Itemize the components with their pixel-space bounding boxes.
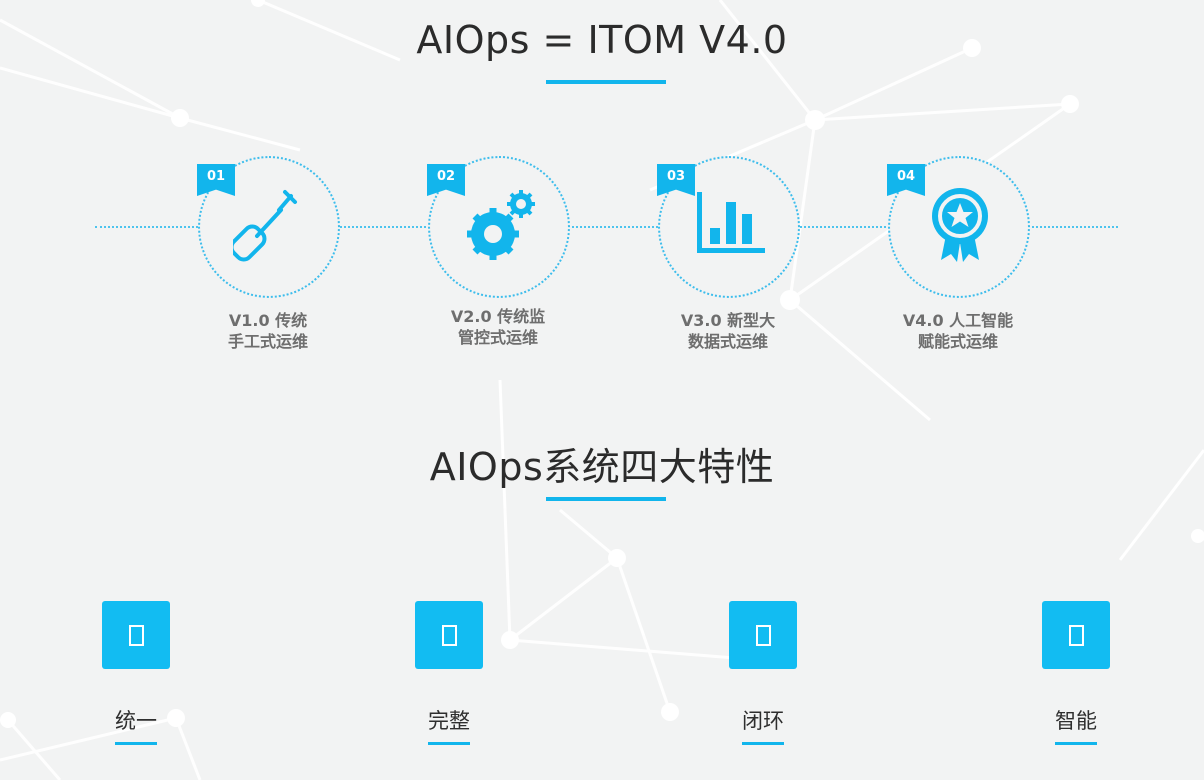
gears-icon [467, 190, 535, 260]
feature-closed-loop: 闭环 [729, 601, 797, 745]
award-ribbon-icon [932, 188, 988, 262]
title-underline [546, 80, 666, 84]
feature-underline [115, 742, 157, 745]
feature-icon-box [729, 601, 797, 669]
feature-icon-box [1042, 601, 1110, 669]
stage-label: V2.0 传统监 管控式运维 [450, 307, 546, 347]
stage-label: V1.0 传统 手工式运维 [227, 311, 308, 351]
feature-complete: 完整 [415, 601, 483, 745]
feature-unified: 统一 [102, 601, 170, 745]
missing-glyph-icon [1068, 624, 1084, 646]
feature-underline [428, 742, 470, 745]
features-title-underline [546, 497, 666, 501]
feature-icon-box [102, 601, 170, 669]
missing-glyph-icon [441, 624, 457, 646]
feature-underline [742, 742, 784, 745]
stage-label: V4.0 人工智能 赋能式运维 [902, 311, 1014, 351]
missing-glyph-icon [755, 624, 771, 646]
features-title: AIOps系统四大特性 [429, 445, 775, 489]
feature-label: 完整 [428, 709, 470, 733]
feature-label: 智能 [1055, 709, 1097, 733]
feature-label: 统一 [115, 709, 157, 733]
timeline-line [95, 226, 1118, 228]
stage-badge: 02 [427, 164, 465, 196]
page-title: AIOps = ITOM V4.0 [416, 18, 788, 62]
bar-chart-icon [697, 192, 765, 253]
feature-underline [1055, 742, 1097, 745]
feature-label: 闭环 [742, 709, 784, 733]
feature-icon-box [415, 601, 483, 669]
feature-intelligent: 智能 [1042, 601, 1110, 745]
missing-glyph-icon [128, 624, 144, 646]
screwdriver-icon [233, 190, 297, 262]
stage-label: V3.0 新型大 数据式运维 [680, 311, 776, 351]
